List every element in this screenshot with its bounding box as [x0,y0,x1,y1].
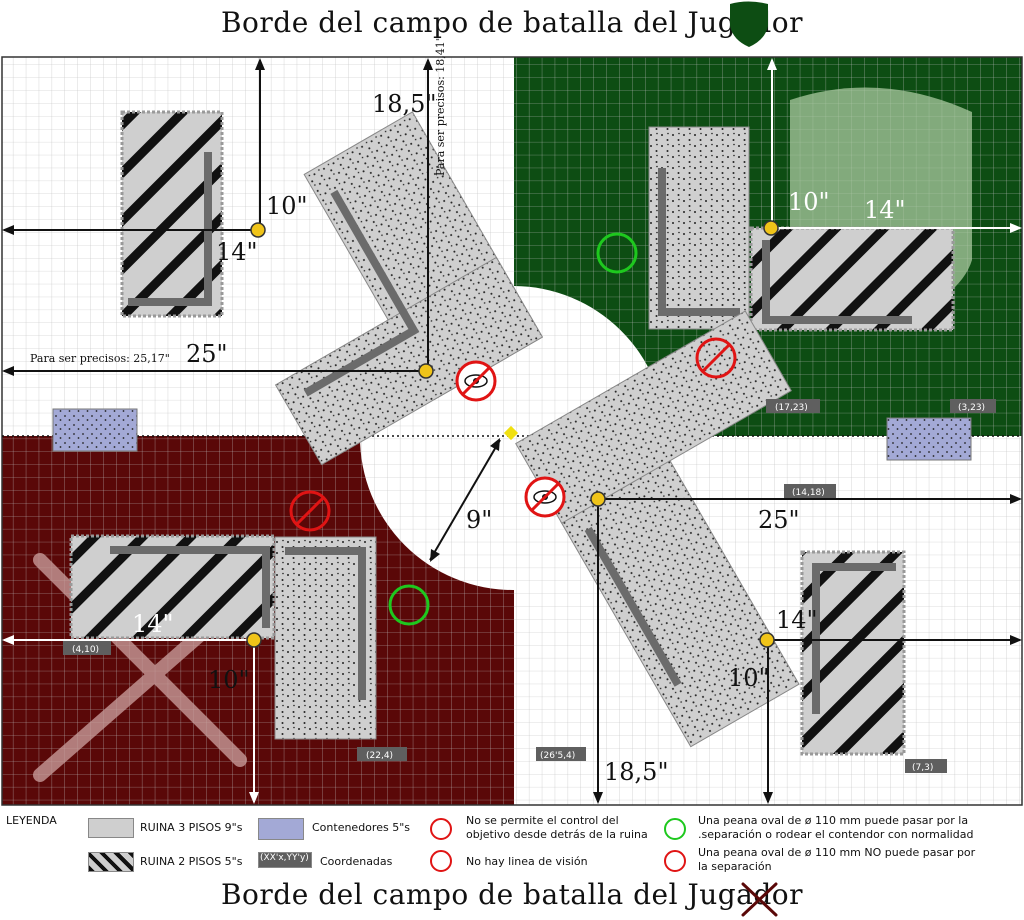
legend-cannot-pass-1: Una peana oval de ø 110 mm NO puede pasa… [698,846,976,859]
coord-14-18: (14,18) [792,488,825,498]
precise-25-17: Para ser precisos: 25,17" [30,352,170,365]
no-control-icon [289,337,737,532]
objective-markers [246,220,779,648]
title-shield-icon [730,1,768,47]
no-los-legend-icon [430,850,452,872]
coord-4-10: (4,10) [72,645,99,655]
legend-no-los: No hay linea de visión [466,855,588,868]
can-pass-legend-icon [664,818,686,840]
legend-can-pass-2: .separación o rodear el contendor con no… [698,828,974,841]
measure-10-br: 10" [728,664,770,692]
can-pass-icon [388,584,430,626]
title-bottom: Borde del campo de batalla del Jugador [220,878,804,911]
measure-25-right: 25" [758,506,800,534]
measure-25-left: 25" [186,340,228,368]
measurement-lines-white [4,60,1020,802]
center-marker [503,425,519,441]
legend-ruin3-label: RUINA 3 PISOS 9"s [140,821,243,834]
legend-cannot-pass-2: la separación [698,860,772,873]
legend-container-swatch [258,818,304,840]
legend-heading: LEYENDA [6,814,57,827]
measure-10-tl: 10" [266,192,308,220]
objective-br [759,632,775,648]
ruin-3-center-top [274,111,544,466]
container-right [886,417,972,461]
legend-coords-sample: (XX'x,YY'y) [260,853,309,863]
container-left [52,408,138,452]
title-swords-icon [741,882,778,917]
objective-tr [763,220,779,236]
can-pass-icon [596,232,638,274]
no-los-icon [455,360,566,518]
coord-7-3: (7,3) [912,763,933,773]
legend-coords-label: Coordenadas [320,855,393,868]
title-top: Borde del campo de batalla del Jugador [220,6,804,39]
no-control-legend-icon [430,818,452,840]
measure-14-br: 14" [776,606,818,634]
ruin-2-top-right [749,226,955,332]
measure-14-tr: 14" [864,196,906,224]
legend: LEYENDA RUINA 3 PISOS 9"s RUINA 2 PISOS … [0,808,1024,878]
objective-center-bottom [590,491,606,507]
legend-ruin2-label: RUINA 2 PISOS 5"s [140,855,243,868]
measure-14-bl: 14" [132,610,174,638]
objective-tl [250,222,266,238]
measure-10-tr: 10" [788,188,830,216]
objective-center-top [418,363,434,379]
measure-14-tl: 14" [216,238,258,266]
cannot-pass-legend-icon [664,850,686,872]
legend-can-pass-1: Una peana oval de ø 110 mm puede pasar p… [698,814,969,827]
measure-9: 9" [466,506,492,534]
arrow-heads [2,58,1022,804]
legend-coords-swatch [258,852,312,868]
objective-bl [246,632,262,648]
legend-ruin3-swatch [88,818,134,838]
measure-18-5-bottom: 18,5" [604,758,668,786]
coord-17-23: (17,23) [775,403,808,413]
legend-no-control-2: objetivo desde detrás de la ruina [466,828,648,841]
precise-18-41: Para ser precisos: 18,41" [434,36,447,176]
coord-26-4: (26'5,4) [540,751,575,761]
coord-3-23: (3,23) [958,403,985,413]
measure-10-bl: 10" [208,666,250,694]
coord-22-4: (22,4) [366,751,393,761]
legend-container-label: Contenedores 5"s [312,821,410,834]
legend-ruin2-swatch [88,852,134,872]
legend-no-control-1: No se permite el control del [466,814,619,827]
measure-18-5-top: 18,5" [372,90,436,118]
